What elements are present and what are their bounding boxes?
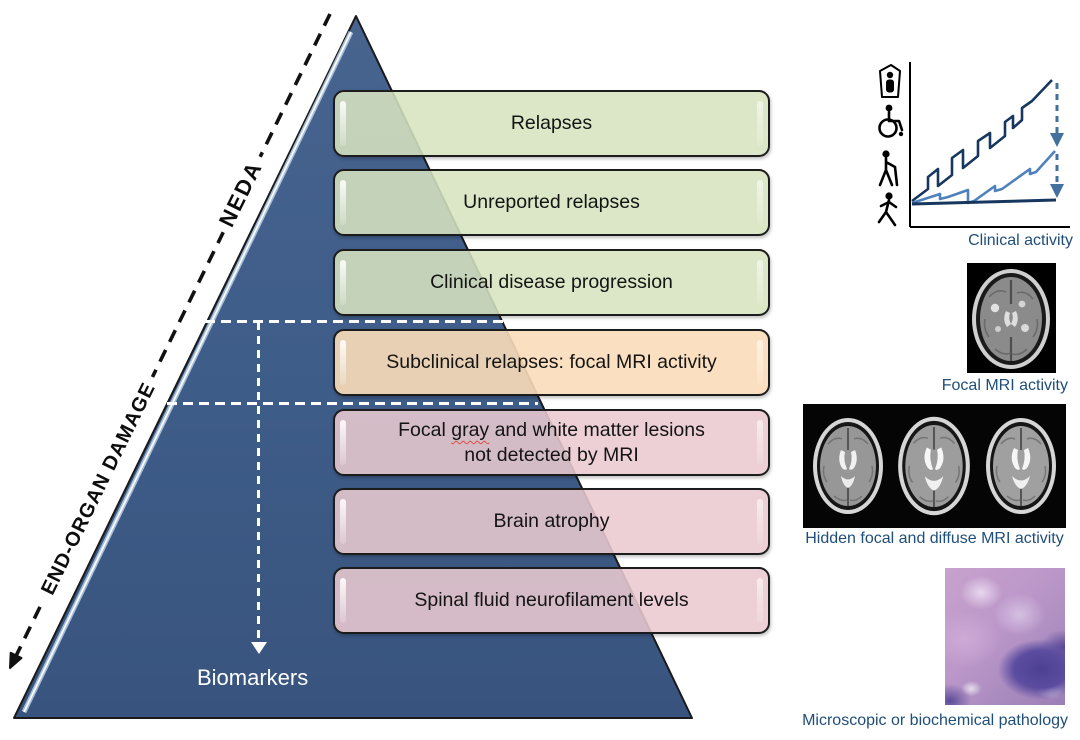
clinical-activity-caption: Clinical activity	[968, 232, 1073, 249]
pyramid-left-edge-highlight-core	[23, 31, 352, 713]
focal-mri-caption: Focal MRI activity	[941, 377, 1068, 394]
pyramid-level-focal-lesions-not-detected: Focal gray and white matter lesions not …	[333, 409, 770, 476]
misspelled-word: gray	[451, 419, 490, 442]
untreated-progression-line	[911, 79, 1053, 203]
pathology-histology-image	[945, 568, 1065, 705]
hidden-mri-strip-image	[803, 404, 1066, 528]
treatment-effect-arrow-upper	[1050, 83, 1064, 147]
biomarker-upper-dashed-guide	[205, 320, 506, 323]
mri-brain-axial	[986, 418, 1057, 514]
pyramid-level-spinal-fluid-neurofilament: Spinal fluid neurofilament levels	[333, 567, 770, 634]
biomarkers-arrowhead-icon	[251, 642, 267, 654]
stable-disease-line	[911, 198, 1057, 206]
neda-line-arrowhead-icon	[9, 651, 23, 669]
person-with-cane-icon	[878, 150, 899, 187]
biomarkers-dashed-arrow-line	[257, 322, 260, 642]
level-text: Focal gray and white matter lesions not …	[398, 418, 705, 467]
mri-brain-axial	[898, 416, 971, 516]
level-text-part: and white matter lesions	[489, 419, 705, 442]
pyramid-level-brain-atrophy: Brain atrophy	[333, 488, 770, 555]
hidden-mri-caption: Hidden focal and diffuse MRI activity	[805, 530, 1064, 547]
biomarker-lower-dashed-guide	[167, 402, 538, 405]
pyramid-level-subclinical-relapses: Subclinical relapses: focal MRI activity	[333, 329, 770, 396]
treatment-effect-arrow-lower	[1050, 154, 1064, 198]
level-text: Spinal fluid neurofilament levels	[414, 589, 689, 612]
clinical-activity-chart	[877, 62, 1070, 228]
walking-person-icon	[877, 192, 898, 227]
level-text: Unreported relapses	[463, 191, 640, 214]
level-text: Relapses	[510, 112, 593, 135]
partially-treated-progression-line	[911, 150, 1056, 205]
level-text: Brain atrophy	[493, 510, 610, 533]
pyramid-level-unreported-relapses: Unreported relapses	[333, 169, 770, 236]
pyramid-level-relapses: Relapses	[333, 90, 770, 157]
pathology-caption: Microscopic or biochemical pathology	[802, 712, 1068, 729]
level-text-part: Focal	[398, 419, 452, 442]
deceased-person-icon	[879, 64, 901, 98]
level-text-part: not detected by MRI	[464, 443, 639, 466]
pyramid-level-clinical-disease-progression: Clinical disease progression	[333, 249, 770, 316]
level-text: Clinical disease progression	[430, 271, 673, 294]
biomarkers-label: Biomarkers	[197, 665, 309, 690]
mri-brain-axial	[972, 269, 1050, 369]
wheelchair-icon	[878, 104, 904, 138]
focal-mri-image	[967, 263, 1056, 373]
level-text: Subclinical relapses: focal MRI activity	[386, 351, 717, 374]
mri-brain-axial	[812, 418, 883, 514]
